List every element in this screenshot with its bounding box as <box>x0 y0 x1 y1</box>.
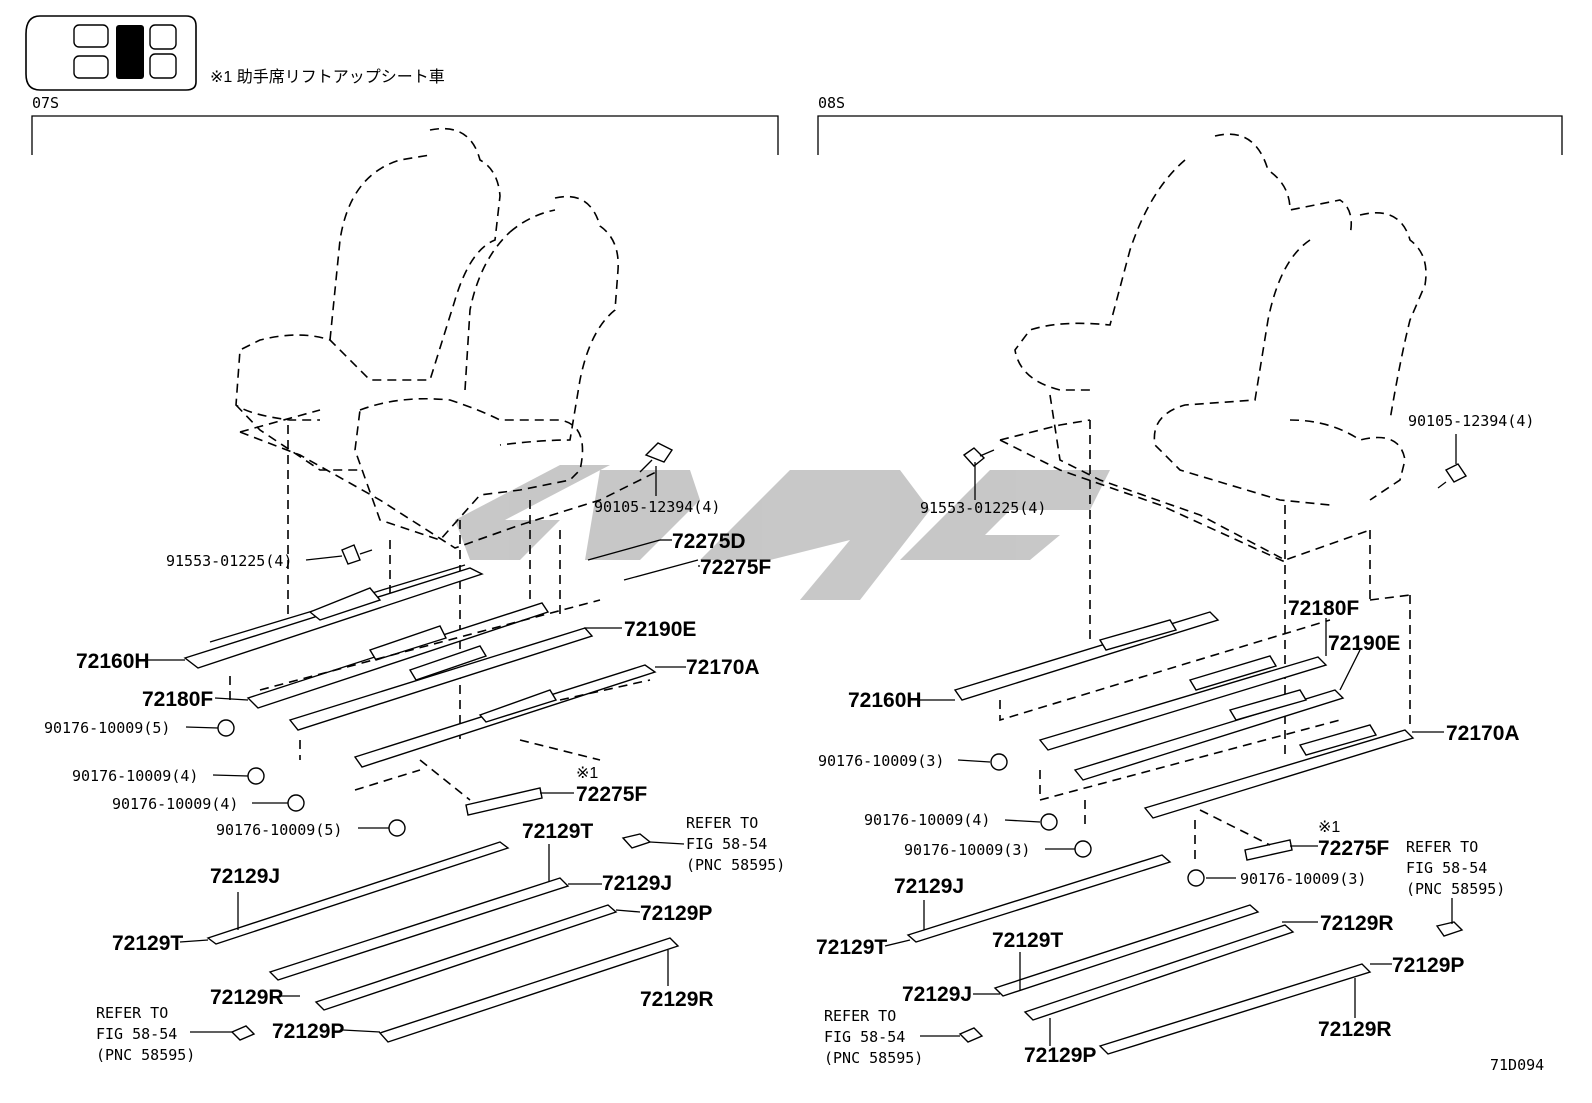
label-72129j-right-a: 72129J <box>894 875 964 898</box>
label-72129t-right-b: 72129T <box>992 929 1063 952</box>
section-bracket-07s <box>31 115 779 155</box>
label-72129j-right-b: 72129J <box>902 983 972 1006</box>
label-72129r-right-a: 72129R <box>1320 912 1394 935</box>
label-72129t-left-top: 72129T <box>522 820 593 843</box>
section-bracket-08s <box>817 115 1563 155</box>
label-72129j-left-b: 72129J <box>602 872 672 895</box>
label-refer-b1-right: REFER TO <box>824 1007 896 1025</box>
label-72129p-right-a: 72129P <box>1392 954 1464 977</box>
label-72129r-left-b: 72129R <box>640 988 714 1011</box>
label-72180f-right: 72180F <box>1288 597 1359 620</box>
label-mark1-right: ※1 <box>1318 819 1340 836</box>
label-72275f-right: 72275F <box>1318 837 1389 860</box>
label-72170a-right: 72170A <box>1446 722 1520 745</box>
left-seat-rails <box>183 539 699 816</box>
label-refer-b2-left: FIG 58-54 <box>96 1025 177 1043</box>
label-refer-b2-right: FIG 58-54 <box>824 1028 905 1046</box>
label-90105-left: 90105-12394(4) <box>594 498 720 516</box>
left-fasteners <box>217 442 674 1041</box>
header-note: ※1 助手席リフトアップシート車 <box>210 68 445 86</box>
label-72275f-left-a: 72275F <box>700 556 771 579</box>
label-72275f-left-b: 72275F <box>576 783 647 806</box>
label-refer-b3-right: (PNC 58595) <box>824 1049 923 1067</box>
label-72129r-left-a: 72129R <box>210 986 284 1009</box>
label-90176-5a-left: 90176-10009(5) <box>44 719 170 737</box>
right-leaders <box>884 434 1457 1046</box>
label-72190e-left: 72190E <box>624 618 696 641</box>
watermark-logo <box>455 465 1110 600</box>
label-91553-left: 91553-01225(4) <box>166 552 292 570</box>
right-seat-rails <box>953 594 1415 861</box>
label-90176-4a-left: 90176-10009(4) <box>72 767 198 785</box>
label-90176-3b-right: 90176-10009(3) <box>904 841 1030 859</box>
label-72170a-left: 72170A <box>686 656 760 679</box>
label-72160h-left: 72160H <box>76 650 150 673</box>
label-72129p-left-b: 72129P <box>272 1020 344 1043</box>
label-72129t-right-a: 72129T <box>816 936 887 959</box>
label-72190e-right: 72190E <box>1328 632 1400 655</box>
label-72275d-left: 72275D <box>672 530 746 553</box>
right-seat-outline <box>999 133 1427 760</box>
label-72129r-right-b: 72129R <box>1318 1018 1392 1041</box>
label-72129p-left-a: 72129P <box>640 902 712 925</box>
label-refer-a2-left: FIG 58-54 <box>686 835 767 853</box>
diagram-code: 71D094 <box>1490 1056 1544 1074</box>
label-90176-4b-left: 90176-10009(4) <box>112 795 238 813</box>
left-part-labels: 90105-12394(4) 91553-01225(4) 72275D 722… <box>44 498 785 1064</box>
label-refer-a2-right: FIG 58-54 <box>1406 859 1487 877</box>
right-fasteners <box>958 447 1468 1043</box>
label-90176-5b-left: 90176-10009(5) <box>216 821 342 839</box>
right-part-labels: 90105-12394(4) 91553-01225(4) 72180F 721… <box>816 412 1534 1067</box>
section-label-07s: 07S <box>32 94 59 112</box>
left-seat-outline <box>235 127 661 740</box>
section-label-08s: 08S <box>818 94 845 112</box>
right-carpet-strips <box>906 854 1372 1055</box>
label-72160h-right: 72160H <box>848 689 922 712</box>
seat-layout-icon <box>25 15 197 91</box>
label-refer-a1-right: REFER TO <box>1406 838 1478 856</box>
label-refer-a3-right: (PNC 58595) <box>1406 880 1505 898</box>
label-72129j-left-a: 72129J <box>210 865 280 888</box>
label-refer-b3-left: (PNC 58595) <box>96 1046 195 1064</box>
label-72180f-left: 72180F <box>142 688 213 711</box>
left-leaders <box>148 466 700 1033</box>
label-90176-3c-right: 90176-10009(3) <box>1240 870 1366 888</box>
label-91553-right: 91553-01225(4) <box>920 499 1046 517</box>
label-refer-a1-left: REFER TO <box>686 814 758 832</box>
label-mark1-left: ※1 <box>576 765 598 782</box>
label-refer-b1-left: REFER TO <box>96 1004 168 1022</box>
label-90105-right: 90105-12394(4) <box>1408 412 1534 430</box>
label-refer-a3-left: (PNC 58595) <box>686 856 785 874</box>
label-72129p-right-b: 72129P <box>1024 1044 1096 1067</box>
left-carpet-strips <box>206 841 680 1043</box>
label-90176-4-right: 90176-10009(4) <box>864 811 990 829</box>
label-72129t-left-b: 72129T <box>112 932 183 955</box>
label-90176-3a-right: 90176-10009(3) <box>818 752 944 770</box>
